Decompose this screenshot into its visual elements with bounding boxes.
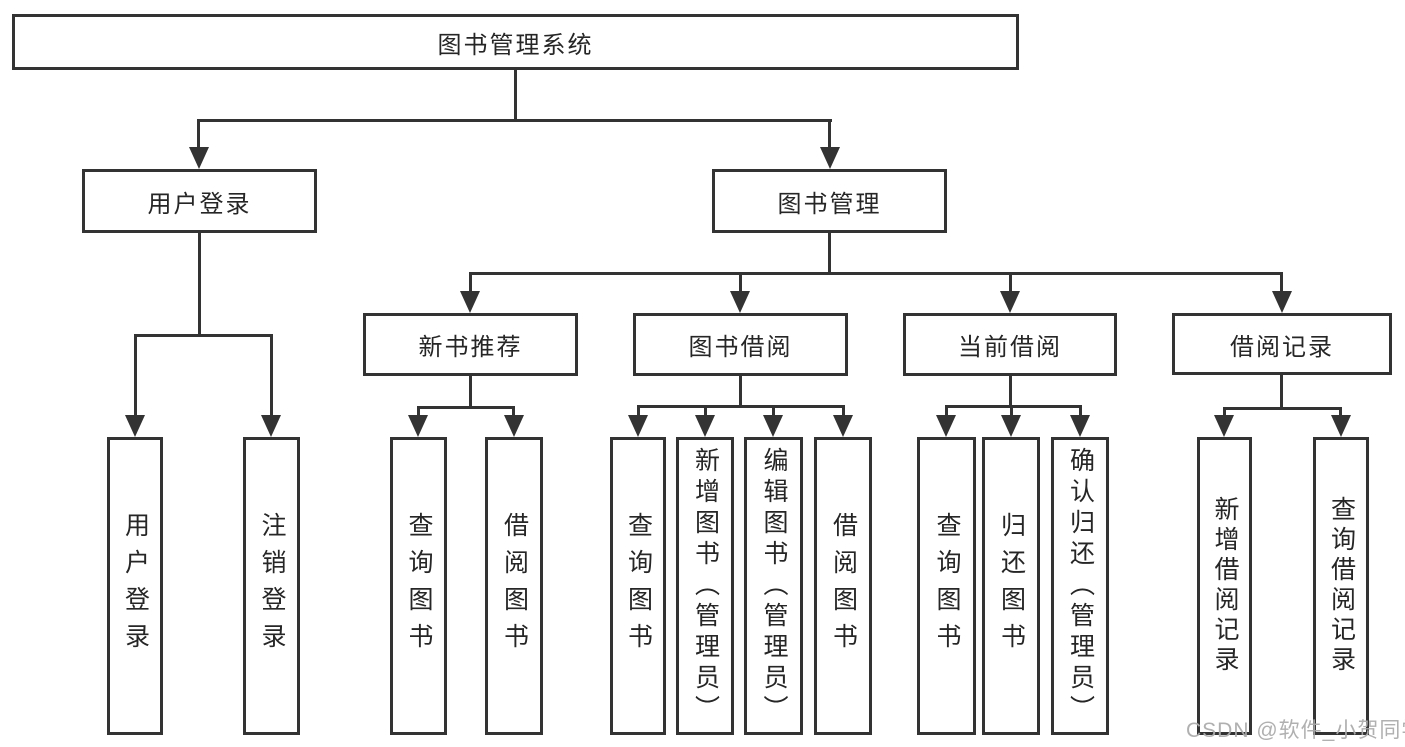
- node-query-books-current-label: 查询图书: [933, 512, 961, 660]
- arrow-down-icon: [730, 291, 750, 313]
- connector: [134, 334, 273, 337]
- node-query-books-borrow-label: 查询图书: [624, 512, 653, 660]
- connector: [198, 233, 201, 336]
- arrow-down-icon: [628, 415, 648, 437]
- connector: [1079, 405, 1082, 417]
- node-user-login-leaf: 用户登录: [107, 437, 163, 735]
- arrow-down-icon: [1214, 415, 1234, 437]
- arrow-down-icon: [125, 415, 145, 437]
- node-query-books-current: 查询图书: [917, 437, 976, 735]
- node-borrow-books: 借阅图书: [814, 437, 872, 735]
- connector: [1280, 272, 1283, 294]
- connector: [1223, 407, 1342, 410]
- node-query-books-recommend-label: 查询图书: [405, 512, 433, 660]
- node-add-books-admin: 新增图书（管理员）: [676, 437, 734, 735]
- connector: [828, 233, 831, 274]
- node-book-management: 图书管理: [712, 169, 947, 233]
- node-return-books: 归还图书: [982, 437, 1040, 735]
- connector: [1280, 375, 1283, 409]
- arrow-down-icon: [261, 415, 281, 437]
- arrow-down-icon: [820, 147, 840, 169]
- connector: [197, 119, 832, 122]
- connector: [739, 376, 742, 407]
- arrow-down-icon: [1272, 291, 1292, 313]
- connector: [469, 272, 472, 294]
- node-confirm-return-admin: 确认归还（管理员）: [1051, 437, 1109, 735]
- node-query-books-recommend: 查询图书: [390, 437, 447, 735]
- node-user-login-label: 用户登录: [147, 190, 252, 218]
- connector: [417, 406, 515, 409]
- connector: [417, 406, 420, 417]
- connector: [1339, 407, 1342, 417]
- arrow-down-icon: [936, 415, 956, 437]
- node-logout: 注销登录: [243, 437, 300, 735]
- node-borrow-books-recommend: 借阅图书: [485, 437, 543, 735]
- connector: [945, 405, 1082, 408]
- connector: [772, 405, 775, 417]
- node-book-borrow: 图书借阅: [633, 313, 848, 376]
- node-book-management-label: 图书管理: [777, 190, 882, 218]
- node-current-borrow-label: 当前借阅: [958, 334, 1062, 361]
- arrow-down-icon: [763, 415, 783, 437]
- node-user-login-leaf-label: 用户登录: [121, 512, 150, 660]
- node-borrow-records-label: 借阅记录: [1230, 333, 1334, 361]
- node-current-borrow: 当前借阅: [903, 313, 1117, 376]
- node-edit-books-admin-label: 编辑图书（管理员）: [760, 446, 788, 726]
- connector: [1223, 407, 1226, 417]
- connector: [512, 406, 515, 417]
- connector: [704, 405, 707, 417]
- node-add-books-admin-label: 新增图书（管理员）: [691, 446, 720, 726]
- connector: [134, 334, 137, 417]
- connector: [828, 119, 831, 150]
- connector: [637, 405, 640, 417]
- connector: [270, 334, 273, 417]
- connector: [739, 272, 742, 294]
- connector: [469, 272, 1283, 275]
- node-query-books-borrow: 查询图书: [610, 437, 666, 735]
- node-borrow-records: 借阅记录: [1172, 313, 1392, 375]
- node-confirm-return-admin-label: 确认归还（管理员）: [1066, 446, 1095, 726]
- node-book-borrow-label: 图书借阅: [688, 334, 793, 361]
- node-add-borrow-record-label: 新增借阅记录: [1211, 496, 1239, 676]
- arrow-down-icon: [408, 415, 428, 437]
- arrow-down-icon: [189, 147, 209, 169]
- arrow-down-icon: [1001, 415, 1021, 437]
- node-borrow-books-label: 借阅图书: [829, 512, 858, 660]
- arrow-down-icon: [833, 415, 853, 437]
- node-logout-label: 注销登录: [258, 512, 286, 660]
- csdn-watermark: CSDN @软件_小贺同学: [1186, 719, 1405, 742]
- connector: [1009, 376, 1012, 407]
- connector: [514, 70, 517, 121]
- arrow-down-icon: [1070, 415, 1090, 437]
- node-query-borrow-record-label: 查询借阅记录: [1327, 496, 1356, 676]
- connector: [1010, 405, 1013, 417]
- arrow-down-icon: [460, 291, 480, 313]
- node-new-book-recommend-label: 新书推荐: [418, 334, 523, 361]
- arrow-down-icon: [504, 415, 524, 437]
- connector: [197, 119, 200, 150]
- connector: [469, 376, 472, 408]
- connector: [637, 405, 845, 408]
- node-return-books-label: 归还图书: [997, 512, 1026, 660]
- arrow-down-icon: [1331, 415, 1351, 437]
- node-borrow-books-recommend-label: 借阅图书: [500, 512, 529, 660]
- node-add-borrow-record: 新增借阅记录: [1197, 437, 1252, 735]
- node-edit-books-admin: 编辑图书（管理员）: [744, 437, 803, 735]
- node-new-book-recommend: 新书推荐: [363, 313, 578, 376]
- arrow-down-icon: [1000, 291, 1020, 313]
- node-root-label: 图书管理系统: [437, 31, 594, 59]
- connector: [842, 405, 845, 417]
- node-user-login: 用户登录: [82, 169, 317, 233]
- connector: [945, 405, 948, 417]
- connector: [1009, 272, 1012, 294]
- arrow-down-icon: [695, 415, 715, 437]
- node-root: 图书管理系统: [12, 14, 1019, 70]
- node-query-borrow-record: 查询借阅记录: [1313, 437, 1369, 735]
